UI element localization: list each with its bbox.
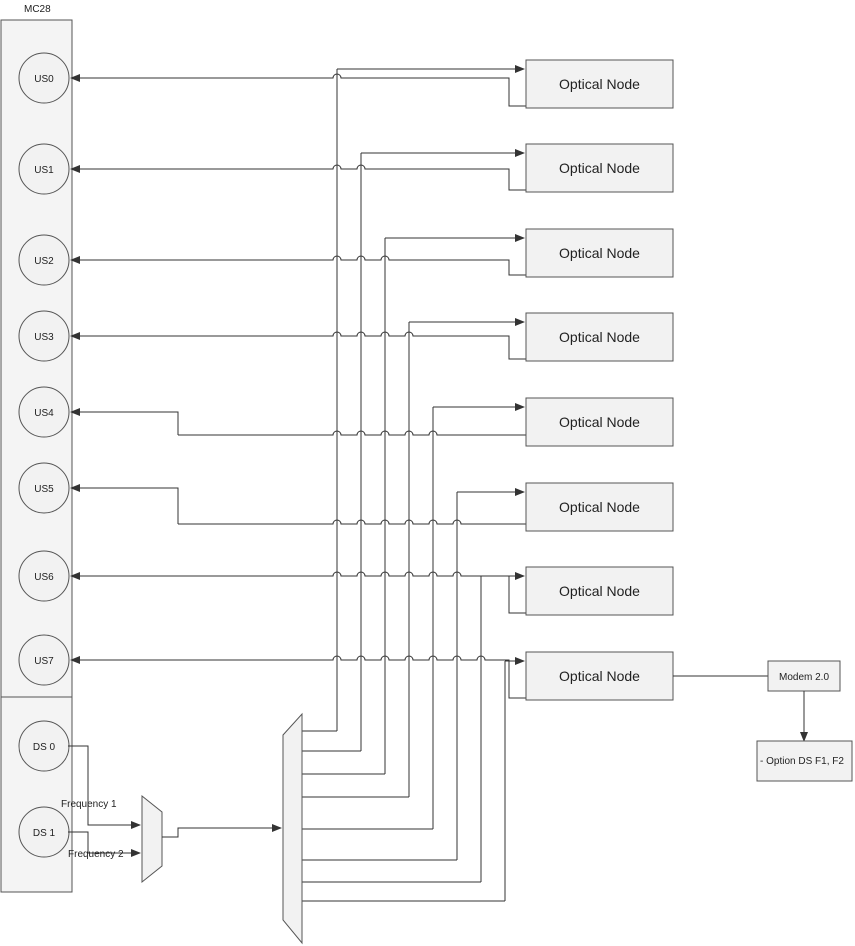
return-line-3 xyxy=(72,331,526,360)
return-line-0 xyxy=(72,73,526,107)
optical-node-4 xyxy=(525,397,674,447)
upstream-port-label: US0 xyxy=(34,74,54,85)
return-arrowhead-0 xyxy=(70,74,80,82)
optical-node-label: Optical Node xyxy=(559,499,640,515)
optical-node-5 xyxy=(525,482,674,532)
upstream-port-label: US1 xyxy=(34,165,54,176)
return-line-7 xyxy=(72,655,526,699)
optical-node-7 xyxy=(525,651,674,701)
combiner xyxy=(141,794,163,884)
optical-node-label: Optical Node xyxy=(559,245,640,261)
downstream-ports: DS 0 DS 1 xyxy=(18,720,70,858)
upstream-port-label: US5 xyxy=(34,484,54,495)
upstream-port-3 xyxy=(18,310,70,362)
optical-node-label: Optical Node xyxy=(559,329,640,345)
upstream-port-label: US7 xyxy=(34,656,54,667)
optical-node-label: Optical Node xyxy=(559,414,640,430)
upstream-port-1 xyxy=(18,143,70,195)
ds0-line xyxy=(68,745,141,829)
optical-node-3 xyxy=(525,312,674,362)
modem-box xyxy=(767,660,841,692)
modem-label: Modem 2.0 xyxy=(779,672,829,683)
option-box xyxy=(756,740,853,782)
ds1-line xyxy=(68,831,141,857)
return-arrowhead-6 xyxy=(70,572,80,580)
return-line-2 xyxy=(72,255,526,276)
combiner-to-splitter-line xyxy=(162,824,282,838)
optical-node-0 xyxy=(525,59,674,109)
upstream-port-0 xyxy=(18,52,70,104)
splitter xyxy=(282,712,303,945)
downstream-port-label: DS 1 xyxy=(33,828,56,839)
upstream-port-7 xyxy=(18,634,70,686)
optical-node-label: Optical Node xyxy=(559,668,640,684)
upstream-port-label: US6 xyxy=(34,572,54,583)
return-arrowhead-2 xyxy=(70,256,80,264)
upstream-port-label: US3 xyxy=(34,332,54,343)
return-line-6 xyxy=(72,571,526,614)
optical-node-label: Optical Node xyxy=(559,583,640,599)
return-arrowhead-4 xyxy=(70,408,80,416)
return-line-1 xyxy=(72,164,526,191)
return-line-5 xyxy=(72,487,526,525)
optical-node-label: Optical Node xyxy=(559,76,640,92)
upstream-port-4 xyxy=(18,386,70,438)
optical-node-label: Optical Node xyxy=(559,160,640,176)
frequency-1-label: Frequency 1 xyxy=(61,799,117,810)
option-label: - Option DS F1, F2 xyxy=(760,756,844,767)
return-arrowhead-1 xyxy=(70,165,80,173)
chassis-label: MC28 xyxy=(24,4,51,15)
wiring xyxy=(70,65,526,902)
return-line-4 xyxy=(72,411,526,436)
optical-node-6 xyxy=(525,566,674,616)
frequency-2-label: Frequency 2 xyxy=(68,849,124,860)
upstream-port-2 xyxy=(18,234,70,286)
optical-node-2 xyxy=(525,228,674,278)
upstream-port-label: US4 xyxy=(34,408,54,419)
optical-node-1 xyxy=(525,143,674,193)
return-arrowhead-7 xyxy=(70,656,80,664)
upstream-port-label: US2 xyxy=(34,256,54,267)
upstream-port-5 xyxy=(18,462,70,514)
upstream-port-6 xyxy=(18,550,70,602)
return-arrowhead-3 xyxy=(70,332,80,340)
downstream-port-label: DS 0 xyxy=(33,742,56,753)
return-arrowhead-5 xyxy=(70,484,80,492)
